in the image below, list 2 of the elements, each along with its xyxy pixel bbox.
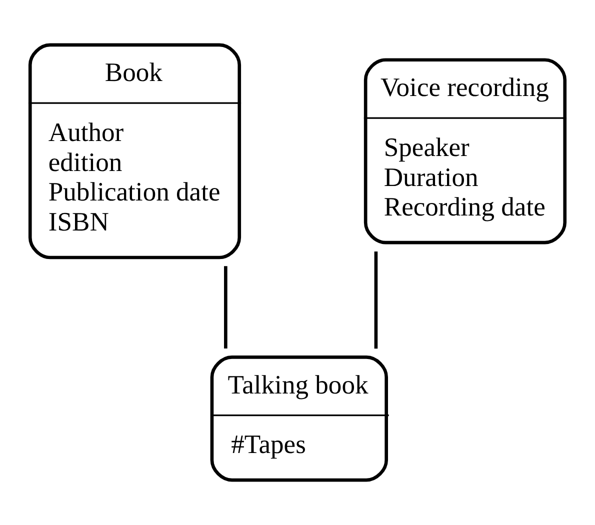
connector (224, 266, 228, 349)
connector (374, 252, 378, 349)
